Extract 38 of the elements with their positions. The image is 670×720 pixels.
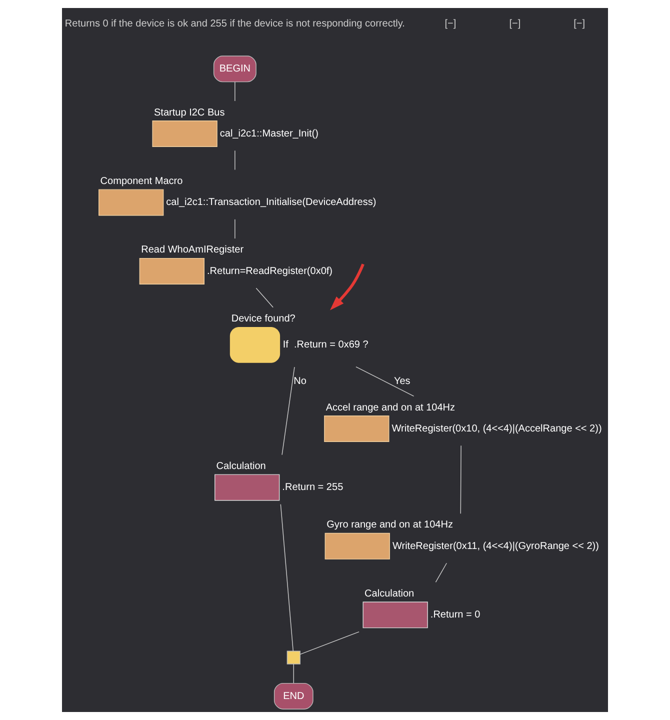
node-label: If .Return = 0x69 ? xyxy=(282,340,368,351)
node-label: .Return = 0 xyxy=(430,610,480,621)
node-box xyxy=(230,327,280,363)
edge-label: Yes xyxy=(394,376,410,388)
label: [−] xyxy=(444,18,456,30)
node-box: BEGIN xyxy=(213,56,256,82)
connector xyxy=(282,366,295,456)
node-label: Device found? xyxy=(231,313,296,324)
connector xyxy=(435,562,447,583)
node-label: cal_i2c1::Master_Init() xyxy=(220,128,318,140)
edge-label: No xyxy=(294,376,306,388)
node-label: WriteRegister(0x10, (4<<4)|(AccelRange << 2)) xyxy=(392,423,602,434)
node-label: Calculation xyxy=(364,588,414,600)
connector xyxy=(256,288,274,308)
node-label: WriteRegister(0x11, (4<<4)|(GyroRange << 2)) xyxy=(392,540,599,552)
node-box xyxy=(286,650,300,664)
node-label: .Return=ReadRegister(0x0f) xyxy=(207,266,333,277)
node-label: Read WhoAmIRegister xyxy=(141,244,244,256)
connector xyxy=(234,219,236,239)
node-label: Startup I2C Bus xyxy=(154,107,225,118)
label: [−] xyxy=(509,18,521,30)
arrow xyxy=(330,264,364,310)
connector xyxy=(234,82,236,102)
connector xyxy=(300,631,360,655)
node-label: Gyro range and on at 104Hz xyxy=(326,520,453,531)
connector xyxy=(234,150,236,170)
node-label: Calculation xyxy=(216,460,266,472)
node-label: cal_i2c1::Transaction_Initialise(DeviceAddress) xyxy=(166,197,376,208)
node-box: END xyxy=(274,682,314,710)
connector xyxy=(356,366,414,396)
label: Returns 0 if the device is ok and 255 if the device is not responding correctly. xyxy=(64,18,405,30)
connector xyxy=(460,445,462,514)
label: [−] xyxy=(574,18,586,30)
connector xyxy=(293,664,294,684)
node-label: Accel range and on at 104Hz xyxy=(326,402,456,414)
node-label: .Return = 255 xyxy=(282,482,344,494)
node-label: Component Macro xyxy=(100,176,183,187)
connector xyxy=(280,504,294,652)
